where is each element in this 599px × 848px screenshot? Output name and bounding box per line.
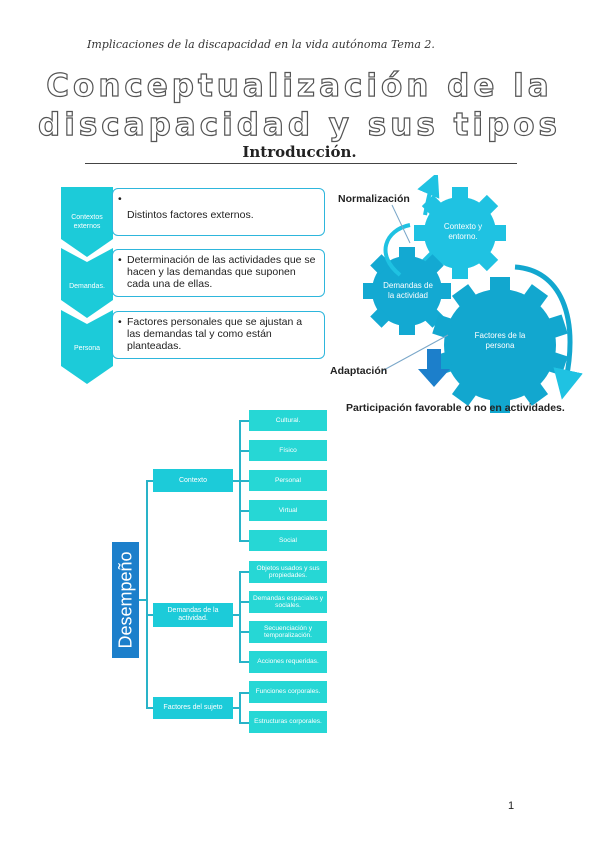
tree-branch-factores: Factores del sujeto: [153, 697, 233, 719]
list-tag-1: Contextos externos: [61, 187, 113, 257]
connector: [239, 540, 249, 542]
gear-factores: [432, 277, 568, 413]
connector: [239, 450, 249, 452]
connector: [239, 692, 241, 723]
gear-contexto: [414, 187, 506, 279]
curved-arrow-icon: [514, 264, 583, 400]
connector: [233, 614, 240, 616]
title-line-2: discapacidad y sus tipos: [37, 106, 561, 143]
connector: [239, 571, 249, 573]
connector: [146, 480, 148, 708]
tree-leaf: Físico: [249, 440, 327, 461]
connector: [239, 631, 249, 633]
page-number: 1: [508, 800, 515, 812]
connector: [139, 599, 147, 601]
label-adaptacion: Adaptación: [330, 365, 388, 377]
bullet-icon: •: [118, 254, 122, 266]
label-normalizacion: Normalización: [338, 193, 410, 205]
tree-branch-demandas: Demandas de la actividad.: [153, 603, 233, 627]
gear-demandas: [363, 247, 451, 335]
tree-root-label: Desempeño: [115, 551, 135, 649]
connector: [239, 571, 241, 662]
connector: [233, 480, 240, 482]
connector: [146, 480, 154, 482]
list-tag-label-2: Demandas.: [69, 283, 105, 290]
connector: [239, 480, 249, 482]
title-line-1: Conceptualización de la: [46, 67, 553, 104]
bullet-icon: •: [118, 193, 122, 205]
list-item-text-2: Determinación de las actividades que se …: [127, 254, 316, 290]
document-header: Implicaciones de la discapacidad en la v…: [87, 38, 435, 51]
list-tag-label-1: Contextos externos: [71, 214, 103, 230]
pointer-line: [381, 334, 449, 372]
tree-leaf: Social: [249, 530, 327, 551]
connector: [146, 707, 154, 709]
list-tag-2: Demandas.: [61, 248, 113, 318]
list-tag-3: Persona: [61, 310, 113, 384]
tree-leaf: Funciones corporales.: [249, 681, 327, 703]
section-heading: Introducción.: [242, 143, 357, 161]
connector: [233, 707, 240, 709]
connector: [239, 510, 249, 512]
tree-leaf: Virtual: [249, 500, 327, 521]
tree-branch-contexto: Contexto: [153, 469, 233, 492]
tree-root: Desempeño: [112, 542, 139, 658]
connector: [239, 722, 249, 724]
down-arrow-icon: [418, 349, 450, 387]
list-item-text-1: Distintos factores externos.: [127, 209, 254, 221]
list-item-3: • Factores personales que se ajustan a l…: [112, 311, 325, 359]
gear-label-demandas: Demandas de la actividad: [383, 281, 433, 300]
tree-leaf: Secuenciación y temporalización.: [249, 621, 327, 643]
tree-leaf: Objetos usados y sus propiedades.: [249, 561, 327, 583]
tree-leaf: Cultural.: [249, 410, 327, 431]
label-participacion: Participación favorable o no en activida…: [346, 402, 565, 414]
tree-leaf: Personal: [249, 470, 327, 491]
chevron-shape-2: [61, 248, 113, 318]
heading-divider: [85, 163, 517, 164]
connector: [239, 661, 249, 663]
chevron-shape-3: [61, 310, 113, 384]
connector: [239, 420, 249, 422]
chevron-shape-1: [61, 187, 113, 257]
connector: [239, 601, 249, 603]
list-item-1: • Distintos factores externos.: [112, 188, 325, 236]
gear-label-contexto: Contexto y entorno.: [443, 222, 483, 241]
gears-diagram: [363, 175, 583, 413]
tree-leaf: Estructuras corporales.: [249, 711, 327, 733]
bullet-icon: •: [118, 316, 122, 328]
tree-leaf: Acciones requeridas.: [249, 651, 327, 673]
connector: [239, 692, 249, 694]
pointer-line: [391, 204, 411, 244]
connector: [146, 614, 154, 616]
list-item-2: • Determinación de las actividades que s…: [112, 249, 325, 297]
curved-arrow-icon: [417, 175, 440, 216]
tree-leaf: Demandas espaciales y sociales.: [249, 591, 327, 613]
list-item-text-3: Factores personales que se ajustan a las…: [127, 316, 303, 352]
gear-label-factores: Factores de la persona: [474, 331, 526, 350]
list-tag-label-3: Persona: [73, 345, 101, 352]
